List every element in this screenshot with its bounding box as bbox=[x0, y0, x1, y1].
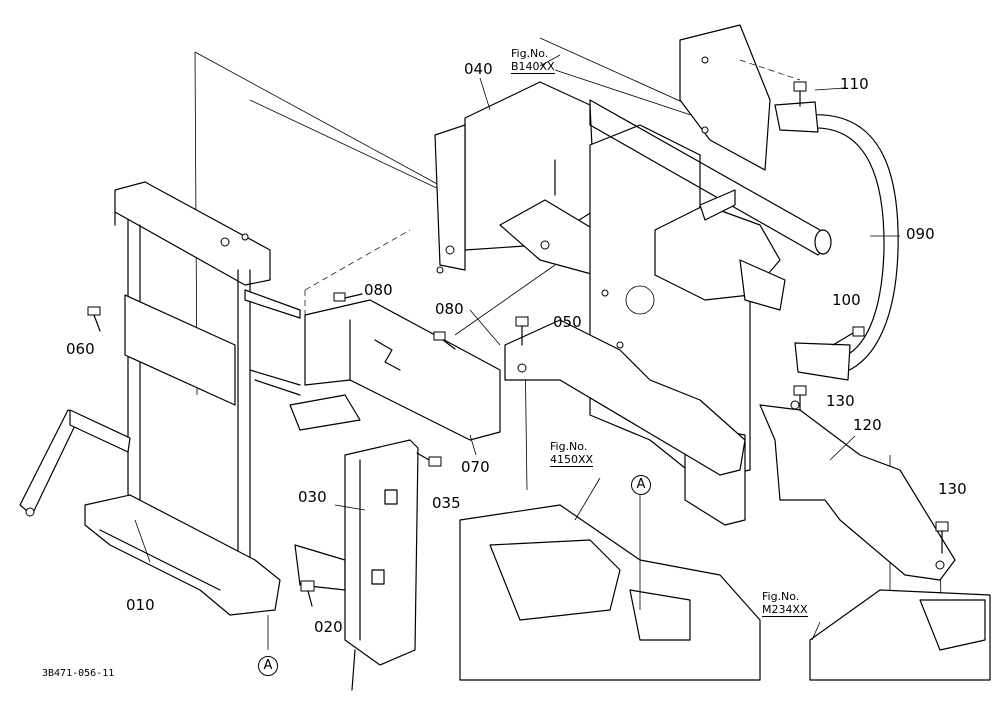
part-label-080-upper: 080 bbox=[364, 281, 393, 299]
figure-ref-number: 4150XX bbox=[550, 453, 594, 467]
part-label-120: 120 bbox=[853, 416, 882, 434]
part-label-060: 060 bbox=[66, 340, 95, 358]
figure-ref-b140xx: Fig.No. B140XX bbox=[511, 47, 555, 74]
part-label-090: 090 bbox=[906, 225, 935, 243]
part-010-frame bbox=[19, 181, 346, 616]
part-label-130-right: 130 bbox=[938, 480, 967, 498]
part-upper-right-bracket bbox=[679, 24, 801, 171]
part-label-070: 070 bbox=[461, 458, 490, 476]
ghost-housings bbox=[459, 504, 991, 681]
figure-ref-number: B140XX bbox=[511, 60, 555, 74]
part-030-cover bbox=[344, 439, 419, 691]
label-leaders bbox=[134, 54, 900, 650]
reference-marker-a-lower: A bbox=[258, 656, 278, 676]
document-id: 3B471-056-11 bbox=[42, 668, 115, 679]
figure-ref-number: M234XX bbox=[762, 603, 808, 617]
part-label-030: 030 bbox=[298, 488, 327, 506]
part-label-035: 035 bbox=[432, 494, 461, 512]
part-label-100: 100 bbox=[832, 291, 861, 309]
figure-ref-4150xx: Fig.No. 4150XX bbox=[550, 440, 594, 467]
part-lower-plate bbox=[504, 319, 746, 476]
part-040-bracket bbox=[434, 81, 596, 276]
part-label-130-center: 130 bbox=[826, 392, 855, 410]
part-label-050: 050 bbox=[553, 313, 582, 331]
part-label-110: 110 bbox=[840, 75, 869, 93]
reference-marker-a-upper: A bbox=[631, 475, 651, 495]
part-label-080-lower: 080 bbox=[435, 300, 464, 318]
figure-ref-label: Fig.No. bbox=[762, 590, 800, 603]
fasteners bbox=[87, 81, 949, 607]
figure-ref-label: Fig.No. bbox=[550, 440, 588, 453]
part-label-040: 040 bbox=[464, 60, 493, 78]
part-label-020: 020 bbox=[314, 618, 343, 636]
part-label-010: 010 bbox=[126, 596, 155, 614]
part-120-guard bbox=[759, 400, 956, 581]
part-070-bracket bbox=[289, 229, 501, 441]
figure-ref-label: Fig.No. bbox=[511, 47, 549, 60]
part-090-handle bbox=[774, 101, 899, 381]
figure-ref-m234xx: Fig.No. M234XX bbox=[762, 590, 808, 617]
